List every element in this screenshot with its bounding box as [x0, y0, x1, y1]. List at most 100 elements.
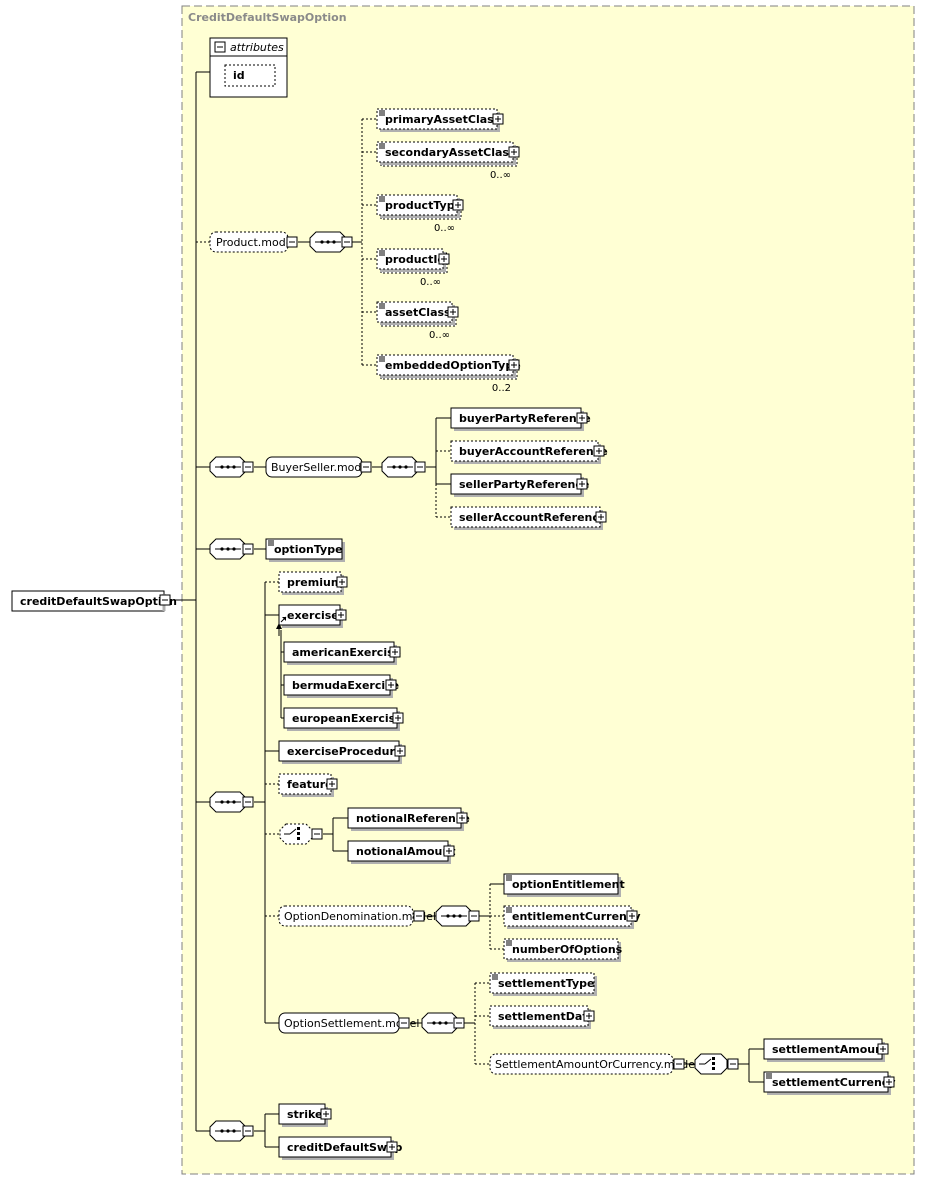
element-notional-amount[interactable]: notionalAmount: [347, 840, 455, 864]
choice-compositor[interactable]: [279, 823, 313, 845]
element-settlement-amount[interactable]: settlementAmount: [763, 1038, 889, 1062]
element-label: optionEntitlement: [512, 878, 625, 891]
expand-icon[interactable]: [452, 199, 464, 211]
element-label: notionalReference: [356, 812, 470, 825]
element-option-type[interactable]: optionType: [265, 538, 345, 562]
element-exercise[interactable]: exercise: [278, 604, 347, 628]
element-credit-default-swap[interactable]: creditDefaultSwap: [278, 1136, 402, 1160]
attributes-title: attributes: [230, 41, 284, 54]
collapse-icon[interactable]: [341, 236, 353, 248]
expand-icon[interactable]: [335, 609, 347, 621]
element-entitlement-currency[interactable]: entitlementCurrency: [503, 905, 641, 929]
occurrence-label: 0..∞: [490, 170, 511, 181]
expand-icon[interactable]: [576, 412, 588, 424]
element-label: creditDefaultSwap: [287, 1141, 402, 1154]
element-label: europeanExercise: [292, 712, 403, 725]
element-exercise-procedure[interactable]: exerciseProcedure: [278, 740, 406, 764]
collapse-icon[interactable]: [159, 594, 171, 606]
expand-icon[interactable]: [385, 679, 397, 691]
expand-icon[interactable]: [508, 146, 520, 158]
expand-icon[interactable]: [492, 113, 504, 125]
expand-icon[interactable]: [456, 812, 468, 824]
element-notional-reference[interactable]: notionalReference: [347, 807, 470, 831]
sequence-compositor[interactable]: [209, 1120, 247, 1142]
documentation-icon: [379, 356, 385, 362]
element-primary-asset-class[interactable]: primaryAssetClass: [376, 108, 504, 132]
element-american-exercise[interactable]: americanExercise: [283, 641, 401, 665]
collapse-icon[interactable]: [242, 543, 254, 555]
collapse-icon[interactable]: [311, 828, 323, 840]
sequence-compositor[interactable]: [435, 905, 473, 927]
expand-icon[interactable]: [394, 745, 406, 757]
expand-icon[interactable]: [583, 1010, 595, 1022]
group-optionsettlement-model[interactable]: OptionSettlement.model: [278, 1012, 419, 1034]
expand-icon[interactable]: [320, 1108, 332, 1120]
expand-icon[interactable]: [595, 511, 607, 523]
collapse-icon[interactable]: [360, 461, 372, 473]
element-buyer-account-reference[interactable]: buyerAccountReference: [450, 440, 608, 464]
attribute-id[interactable]: id: [233, 69, 245, 82]
element-label: exercise: [287, 609, 339, 622]
expand-icon[interactable]: [443, 845, 455, 857]
element-seller-party-reference[interactable]: sellerPartyReference: [450, 473, 589, 497]
element-settlement-currency[interactable]: settlementCurrency: [763, 1071, 896, 1095]
expand-icon[interactable]: [593, 445, 605, 457]
element-strike[interactable]: strike: [278, 1103, 332, 1127]
collapse-icon[interactable]: [673, 1058, 685, 1070]
sequence-compositor[interactable]: [209, 791, 247, 813]
group-product-model[interactable]: Product.model: [209, 231, 296, 253]
element-option-entitlement[interactable]: optionEntitlement: [503, 873, 625, 897]
expand-icon[interactable]: [386, 1141, 398, 1153]
group-label: OptionSettlement.model: [284, 1017, 419, 1030]
collapse-icon[interactable]: [727, 1058, 739, 1070]
expand-icon[interactable]: [626, 910, 638, 922]
collapse-icon[interactable]: [398, 1017, 410, 1029]
element-label: productType: [385, 199, 462, 212]
collapse-icon[interactable]: [413, 910, 425, 922]
element-feature[interactable]: feature: [278, 773, 338, 797]
element-seller-account-reference[interactable]: sellerAccountReference: [450, 506, 607, 530]
root-element-creditDefaultSwapOption[interactable]: creditDefaultSwapOption: [11, 590, 177, 612]
element-buyer-party-reference[interactable]: buyerPartyReference: [450, 407, 591, 431]
element-premium[interactable]: premium: [278, 571, 348, 595]
element-settlement-date[interactable]: settlementDate: [489, 1005, 595, 1029]
expand-icon[interactable]: [438, 253, 450, 265]
collapse-icon[interactable]: [242, 1125, 254, 1137]
element-settlement-type[interactable]: settlementType: [489, 972, 597, 996]
expand-icon[interactable]: [389, 646, 401, 658]
collapse-icon[interactable]: [242, 461, 254, 473]
expand-icon[interactable]: [508, 359, 520, 371]
expand-icon[interactable]: [326, 778, 338, 790]
expand-icon[interactable]: [877, 1043, 889, 1055]
expand-icon[interactable]: [392, 712, 404, 724]
collapse-icon[interactable]: [468, 910, 480, 922]
sequence-compositor[interactable]: [209, 456, 247, 478]
choice-compositor[interactable]: [694, 1053, 728, 1075]
documentation-icon: [766, 1073, 772, 1079]
group-settlementamountorcurrency-model[interactable]: SettlementAmountOrCurrency.model: [489, 1053, 698, 1075]
element-label: settlementCurrency: [772, 1076, 896, 1089]
sequence-compositor[interactable]: [421, 1012, 459, 1034]
collapse-icon[interactable]: [414, 461, 426, 473]
element-european-exercise[interactable]: europeanExercise: [283, 707, 404, 731]
group-buyerseller-model[interactable]: BuyerSeller.model: [265, 456, 371, 478]
expand-icon[interactable]: [447, 306, 459, 318]
group-optiondenomination-model[interactable]: OptionDenomination.model: [278, 905, 436, 927]
occurrence-label: 0..∞: [420, 277, 441, 288]
sequence-compositor[interactable]: [309, 231, 347, 253]
expand-icon[interactable]: [883, 1076, 895, 1088]
collapse-icon[interactable]: [286, 236, 298, 248]
element-bermuda-exercise[interactable]: bermudaExercise: [283, 674, 399, 698]
sequence-compositor[interactable]: [381, 456, 419, 478]
sequence-compositor[interactable]: [209, 538, 247, 560]
expand-icon[interactable]: [336, 576, 348, 588]
collapse-icon[interactable]: [453, 1017, 465, 1029]
element-number-of-options[interactable]: numberOfOptions: [503, 938, 623, 962]
collapse-icon[interactable]: [242, 796, 254, 808]
expand-icon[interactable]: [576, 478, 588, 490]
